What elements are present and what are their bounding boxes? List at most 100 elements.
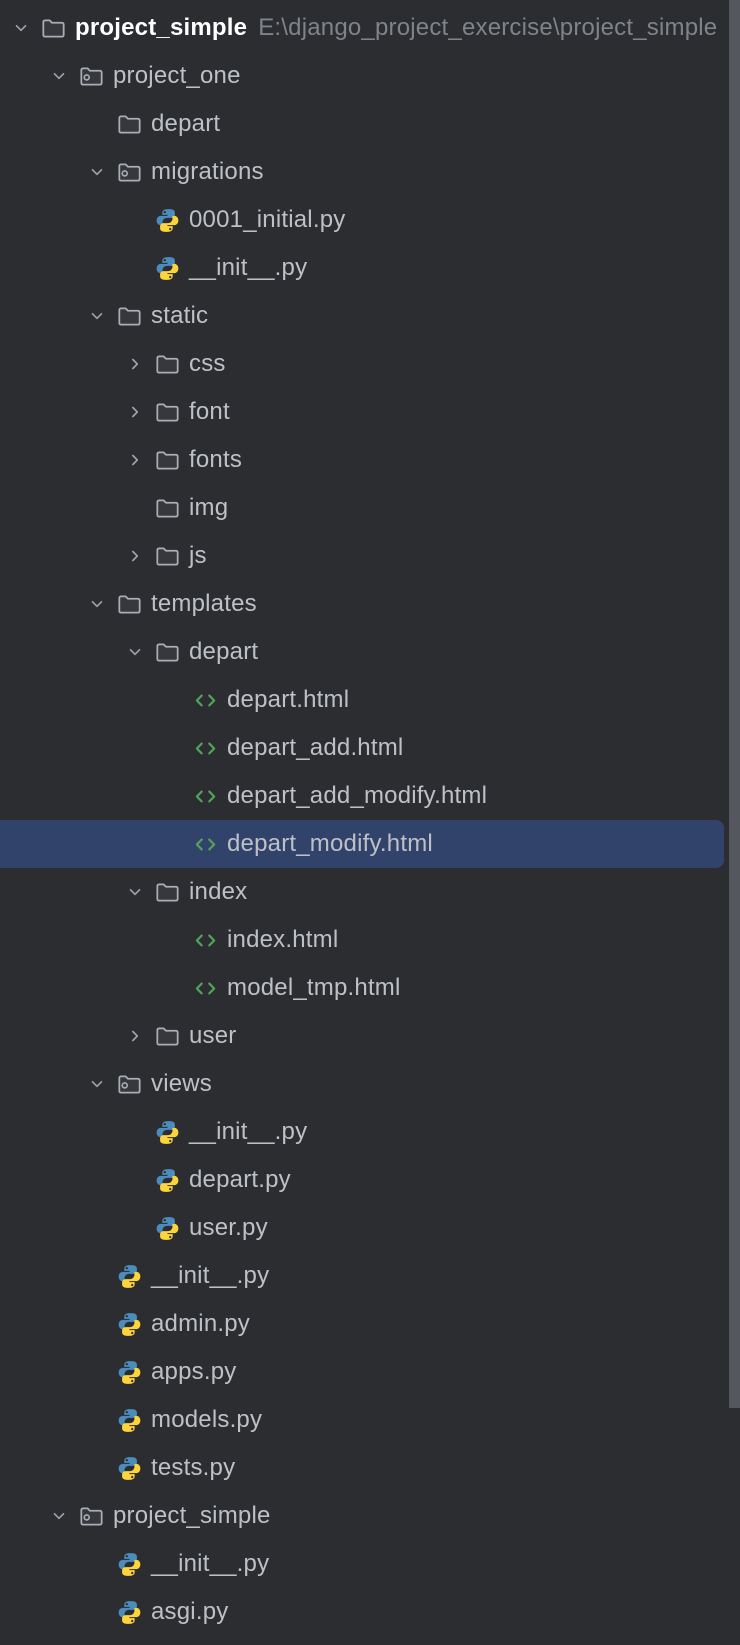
chevron-right-icon[interactable] (116, 436, 154, 484)
tree-row[interactable]: index (0, 868, 740, 916)
tree-item-label: templates (151, 590, 257, 617)
tree-row[interactable]: __init__.py (0, 1252, 740, 1300)
chevron-spacer (78, 1540, 116, 1588)
tree-item-label: img (189, 494, 229, 521)
tree-row[interactable]: project_simple (0, 1492, 740, 1540)
tree-row[interactable]: __init__.py (0, 1108, 740, 1156)
scrollbar-thumb[interactable] (729, 0, 740, 1408)
chevron-down-icon[interactable] (78, 292, 116, 340)
chevron-spacer (78, 1588, 116, 1636)
tree-item-label: model_tmp.html (227, 974, 401, 1001)
tree-row[interactable]: img (0, 484, 740, 532)
chevron-down-icon[interactable] (116, 628, 154, 676)
python-file-icon (154, 207, 181, 234)
python-file-icon (154, 1119, 181, 1146)
chevron-spacer (78, 1348, 116, 1396)
tree-item-label: font (189, 398, 230, 425)
folder-icon (154, 1023, 181, 1050)
tree-item-label: index.html (227, 926, 339, 953)
tree-item-label: fonts (189, 446, 243, 473)
tree-row[interactable]: views (0, 1060, 740, 1108)
tree-row[interactable]: admin.py (0, 1300, 740, 1348)
tree-row[interactable]: model_tmp.html (0, 964, 740, 1012)
tree-row[interactable]: user.py (0, 1204, 740, 1252)
tree-item-label: index (189, 878, 248, 905)
folder-icon (116, 591, 143, 618)
package-folder-icon (116, 159, 143, 186)
tree-row[interactable]: depart.py (0, 1156, 740, 1204)
package-folder-icon (116, 1071, 143, 1098)
tree-row[interactable]: project_one (0, 52, 740, 100)
tree-row[interactable]: migrations (0, 148, 740, 196)
python-file-icon (116, 1599, 143, 1626)
chevron-right-icon[interactable] (116, 532, 154, 580)
chevron-down-icon[interactable] (78, 1060, 116, 1108)
tree-row[interactable]: depart_add_modify.html (0, 772, 740, 820)
chevron-spacer (116, 1204, 154, 1252)
chevron-spacer (116, 196, 154, 244)
tree-row[interactable]: project_simple E:\django_project_exercis… (0, 4, 740, 52)
tree-row[interactable]: index.html (0, 916, 740, 964)
chevron-down-icon[interactable] (40, 1492, 78, 1540)
chevron-spacer (154, 916, 192, 964)
chevron-right-icon[interactable] (116, 388, 154, 436)
chevron-spacer (116, 1156, 154, 1204)
tree-item-label: user.py (189, 1214, 268, 1241)
folder-icon (154, 879, 181, 906)
tree-row[interactable]: js (0, 532, 740, 580)
tree-row[interactable]: depart_modify.html (0, 820, 724, 868)
html-file-icon (192, 735, 219, 762)
chevron-spacer (116, 484, 154, 532)
python-file-icon (116, 1407, 143, 1434)
folder-icon (154, 399, 181, 426)
chevron-down-icon[interactable] (78, 580, 116, 628)
tree-row[interactable]: __init__.py (0, 1540, 740, 1588)
tree-row[interactable]: depart.html (0, 676, 740, 724)
tree-item-label: tests.py (151, 1454, 236, 1481)
chevron-spacer (78, 1444, 116, 1492)
tree-item-label: static (151, 302, 209, 329)
chevron-spacer (78, 100, 116, 148)
tree-row[interactable]: templates (0, 580, 740, 628)
tree-item-label: depart.py (189, 1166, 291, 1193)
tree-row[interactable]: __init__.py (0, 244, 740, 292)
tree-row[interactable]: css (0, 340, 740, 388)
chevron-down-icon[interactable] (40, 52, 78, 100)
tree-row[interactable]: static (0, 292, 740, 340)
chevron-down-icon[interactable] (116, 868, 154, 916)
folder-icon (154, 543, 181, 570)
tree-row[interactable]: user (0, 1012, 740, 1060)
tree-item-label: __init__.py (151, 1262, 270, 1289)
tree-row[interactable]: fonts (0, 436, 740, 484)
tree-item-label: css (189, 350, 226, 377)
tree-item-label: asgi.py (151, 1598, 229, 1625)
tree-row[interactable]: depart_add.html (0, 724, 740, 772)
tree-row[interactable]: font (0, 388, 740, 436)
html-file-icon (192, 831, 219, 858)
folder-icon (116, 303, 143, 330)
tree-row[interactable]: tests.py (0, 1444, 740, 1492)
tree-item-label: depart_add_modify.html (227, 782, 488, 809)
chevron-down-icon[interactable] (2, 4, 40, 52)
tree-row[interactable]: asgi.py (0, 1588, 740, 1636)
chevron-spacer (154, 676, 192, 724)
chevron-down-icon[interactable] (78, 148, 116, 196)
tree-row[interactable]: apps.py (0, 1348, 740, 1396)
tree-item-label: apps.py (151, 1358, 237, 1385)
chevron-spacer (78, 1300, 116, 1348)
chevron-spacer (154, 724, 192, 772)
chevron-right-icon[interactable] (116, 1012, 154, 1060)
chevron-spacer (116, 1108, 154, 1156)
tree-item-label: project_simple (113, 1502, 271, 1529)
tree-row[interactable]: depart (0, 100, 740, 148)
python-file-icon (154, 1167, 181, 1194)
tree-row[interactable]: models.py (0, 1396, 740, 1444)
tree-item-label: project_simple (75, 14, 248, 41)
chevron-right-icon[interactable] (116, 340, 154, 388)
tree-row[interactable]: 0001_initial.py (0, 196, 740, 244)
tree-item-label: depart.html (227, 686, 350, 713)
tree-row[interactable]: depart (0, 628, 740, 676)
package-folder-icon (78, 1503, 105, 1530)
folder-icon (40, 15, 67, 42)
